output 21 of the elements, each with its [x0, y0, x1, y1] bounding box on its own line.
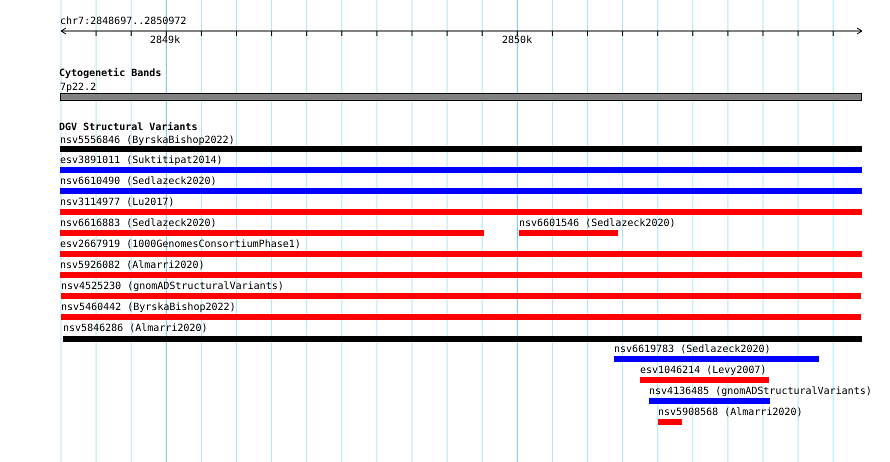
variant-label: esv1046214 (Levy2007) [640, 365, 766, 376]
variant-label: nsv6601546 (Sedlazeck2020) [519, 218, 676, 229]
variant-label: nsv6616883 (Sedlazeck2020) [60, 218, 217, 229]
variant-label: nsv5926082 (Almarri2020) [60, 260, 204, 271]
variant-label: nsv6619783 (Sedlazeck2020) [614, 344, 771, 355]
tick-label: 2850k [502, 35, 532, 46]
variant-label: esv2667919 (1000GenomesConsortiumPhase1) [60, 239, 301, 250]
variant-label: nsv4136485 (gnomADStructuralVariants) [649, 386, 872, 397]
variant-label: nsv5908568 (Almarri2020) [658, 407, 802, 418]
variant-label: nsv5846286 (Almarri2020) [63, 323, 208, 334]
variant-label: nsv5556846 (ByrskaBishop2022) [60, 135, 235, 146]
variant-label: nsv6610490 (Sedlazeck2020) [60, 176, 217, 187]
coordinate-range: chr7:2848697..2850972 [60, 16, 186, 27]
variant-label: esv3891011 (Suktitipat2014) [60, 155, 223, 166]
track-title: Cytogenetic Bands [59, 68, 162, 79]
variant-label: nsv5460442 (ByrskaBishop2022) [61, 302, 236, 313]
band-label: 7p22.2 [60, 82, 96, 93]
variant-label: nsv4525230 (gnomADStructuralVariants) [61, 281, 284, 292]
tick-label: 2849k [150, 35, 180, 46]
variant-label: nsv3114977 (Lu2017) [60, 197, 174, 208]
track-title: DGV Structural Variants [59, 122, 198, 133]
